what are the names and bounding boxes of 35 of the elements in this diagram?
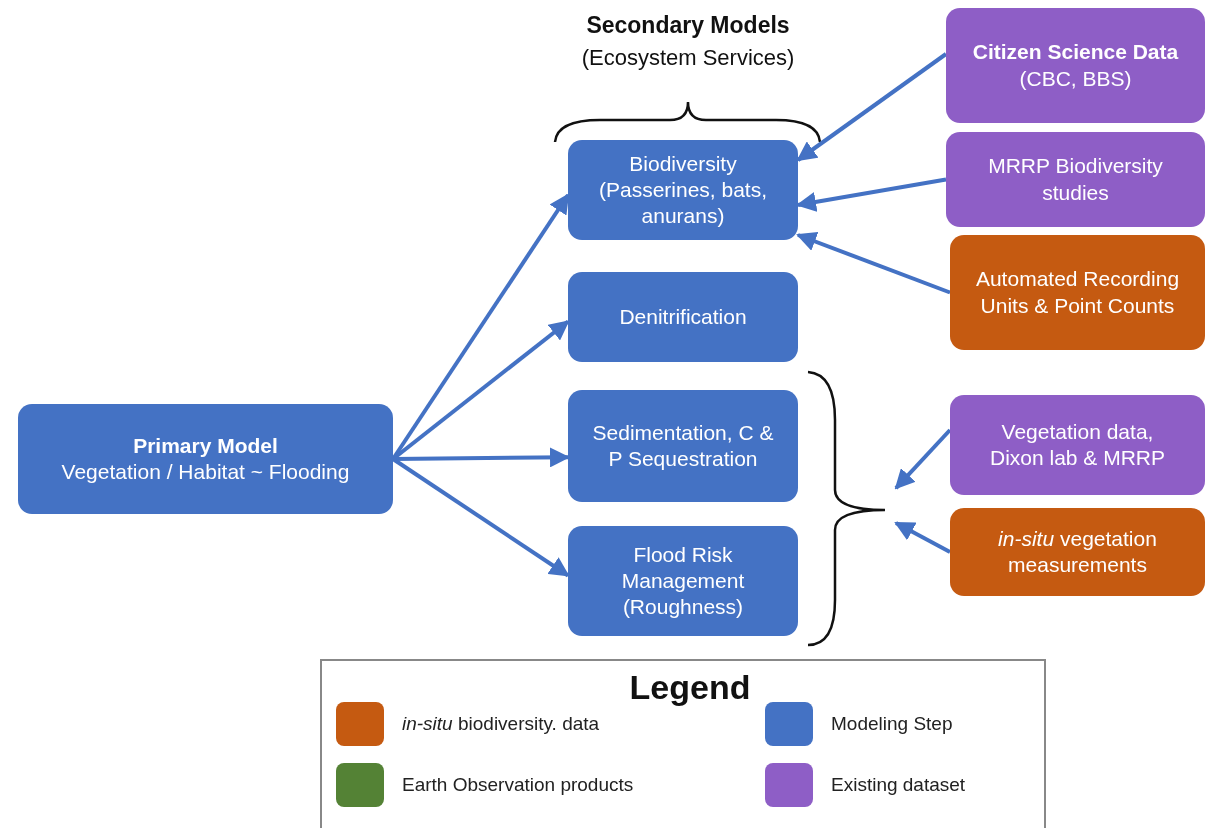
process-box [568,526,798,636]
arrow [796,177,947,212]
process-box [946,132,1205,227]
box-text: MRRP Biodiversity studies [987,153,1164,206]
process-box [950,235,1205,350]
box-text: Automated Recording Units & Point Counts [974,266,1181,319]
legend-text: Existing dataset [831,774,966,796]
legend-title: Legend [628,668,752,707]
process-box [568,390,798,502]
box-text: Flood Risk Management (Roughness) [620,541,746,621]
arrow [796,232,951,295]
box-text: Biodiversity (Passerines, bats, anurans) [597,150,769,230]
box-text: Sedimentation, C & P Sequestration [591,419,775,472]
legend-text: Modeling Step [831,713,953,735]
box-text: in-situ vegetation measurements [997,525,1158,578]
box-text: Vegetation data, Dixon lab & MRRP [988,418,1167,471]
process-box [950,508,1205,596]
box-text: Denitrification [619,303,747,330]
process-box [568,272,798,362]
box-text: Vegetation / Habitat ~ Flooding [61,459,350,485]
arrow [391,457,570,578]
legend-text: in-situ biodiversity. data [402,713,600,735]
box-text: (CBC, BBS) [1019,65,1132,92]
arrow [796,52,948,162]
arrow [894,521,951,554]
process-box [946,8,1205,123]
process-box [568,140,798,240]
box-heading: Primary Model [133,432,278,459]
subheading: (Ecosystem Services) [580,45,796,71]
process-box [950,395,1205,495]
arrow [894,428,952,490]
process-box [18,404,393,514]
heading: Secondary Models [585,12,791,39]
legend-text: Earth Observation products [402,774,634,796]
box-heading: Citizen Science Data [972,39,1179,66]
